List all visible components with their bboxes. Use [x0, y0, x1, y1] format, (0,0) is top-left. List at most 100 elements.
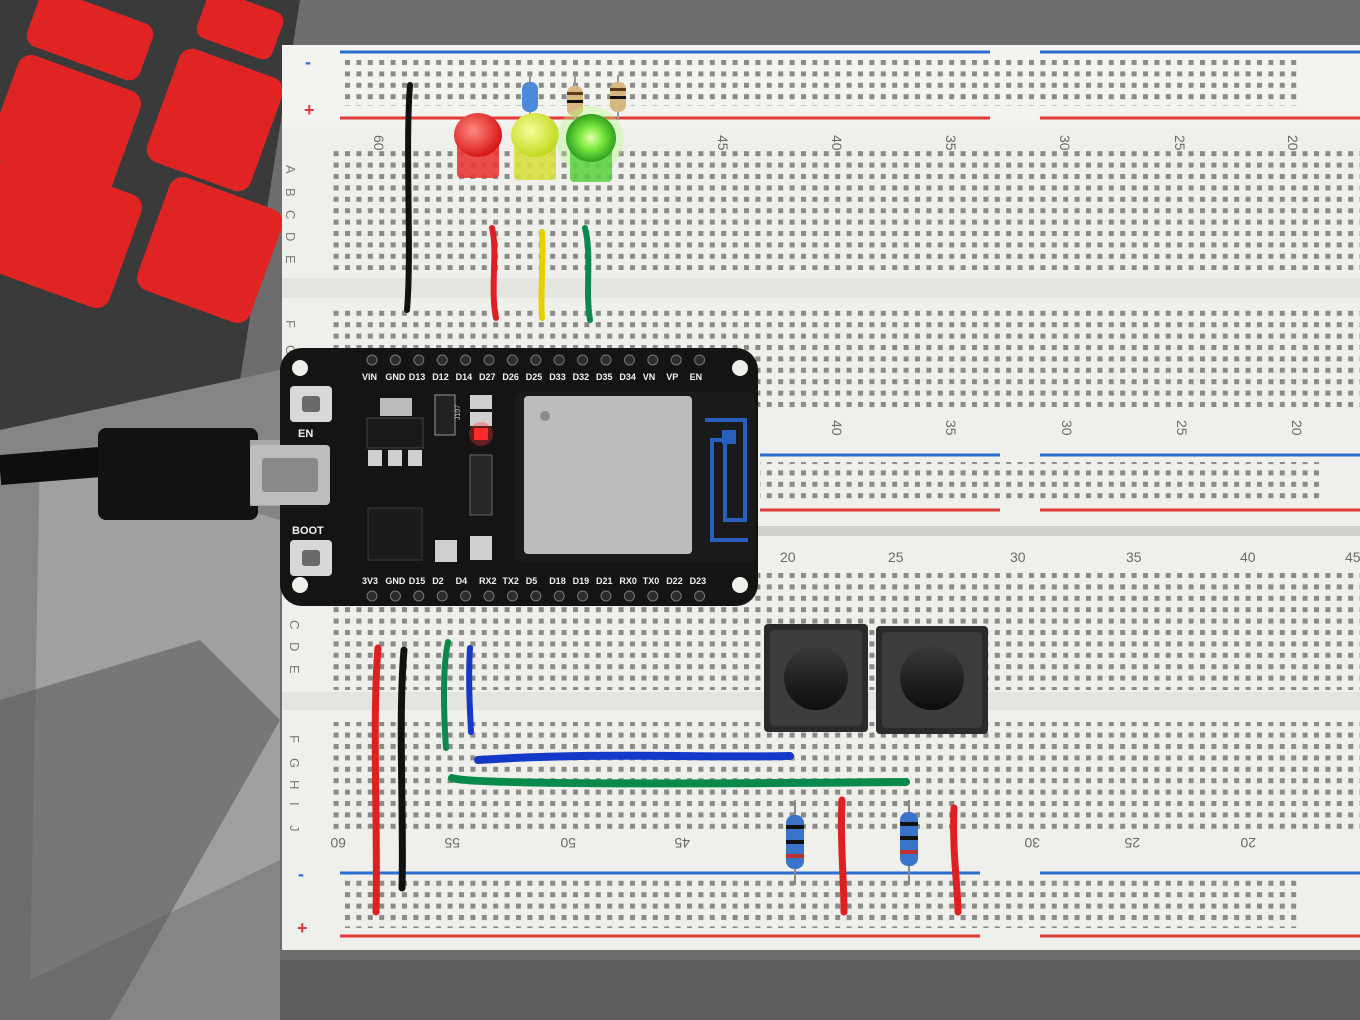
- lower-row-letter: J: [287, 825, 302, 832]
- top-pin-label: D34: [619, 372, 636, 382]
- top-pin-label: D13: [409, 372, 426, 382]
- header-pin: [436, 354, 448, 366]
- upper-column-number: 40: [829, 135, 845, 151]
- header-pin: [670, 590, 682, 602]
- bottom-pin-label: D5: [526, 576, 538, 586]
- header-pin: [483, 590, 495, 602]
- header-pin: [506, 590, 518, 602]
- header-pin: [623, 354, 635, 366]
- bottom-pin-label: TX2: [502, 576, 519, 586]
- red-led: [454, 113, 502, 178]
- yellow-led: [511, 113, 559, 180]
- top-pin-label: D35: [596, 372, 613, 382]
- pcb-antenna: [705, 418, 748, 542]
- boot-button[interactable]: [290, 540, 332, 576]
- lower-column-number: 50: [560, 835, 576, 851]
- header-pin: [483, 354, 495, 366]
- header-pin: [577, 590, 589, 602]
- upper-column-number: 60: [371, 135, 387, 151]
- header-pin: [389, 354, 401, 366]
- lower-row-letter: F: [287, 735, 302, 743]
- en-button[interactable]: [290, 386, 332, 422]
- bottom-pin-label: D4: [456, 576, 468, 586]
- breadboard-upper: [282, 45, 1360, 530]
- top-pin-header: [366, 354, 706, 366]
- header-pin: [413, 590, 425, 602]
- lower-row-letter: I: [287, 802, 302, 806]
- upper-row-letter: G: [283, 345, 298, 355]
- header-pin: [647, 354, 659, 366]
- upper-column-number: 30: [1057, 135, 1073, 151]
- bottom-pin-label: GND: [385, 576, 406, 586]
- upper-row-letter: A: [283, 165, 298, 174]
- upper-column-number: 25: [1174, 420, 1190, 436]
- esp32-devkit-board: EN BOOT J107: [250, 348, 758, 606]
- lower-column-number: 35: [1126, 549, 1142, 565]
- upper-column-number: 25: [1172, 135, 1188, 151]
- lower-column-number: 45: [674, 835, 690, 851]
- module-shield-can: [524, 396, 692, 554]
- lower-column-numbers-bottom: 60 55 50 45 30 25 20: [330, 835, 1256, 851]
- upper-jumper-wires: [404, 82, 593, 323]
- upper-row-letter: D: [283, 232, 298, 241]
- lower-column-number: 55: [444, 835, 460, 851]
- upper-rail-minus-sign: -: [305, 52, 311, 72]
- lower-column-number: 40: [1240, 549, 1256, 565]
- header-pin: [366, 590, 378, 602]
- top-pin-label: VP: [666, 372, 678, 382]
- bottom-pin-label: RX0: [619, 576, 637, 586]
- button-resistor-2: [900, 800, 918, 885]
- bottom-pin-label: D2: [432, 576, 444, 586]
- header-pin: [460, 590, 472, 602]
- push-button-1[interactable]: [764, 624, 868, 732]
- lower-column-number: 20: [1240, 835, 1256, 851]
- header-pin: [389, 590, 401, 602]
- upper-column-number: 35: [943, 135, 959, 151]
- lower-column-number: 60: [330, 835, 346, 851]
- lower-jumper-wires: [371, 639, 962, 916]
- top-pin-label: D32: [573, 372, 590, 382]
- header-pin: [530, 590, 542, 602]
- top-pin-label: D26: [502, 372, 519, 382]
- lower-row-letter: H: [287, 780, 302, 789]
- boot-button-label: BOOT: [292, 525, 324, 537]
- lower-column-number: 30: [1010, 549, 1026, 565]
- lower-column-number: 30: [1024, 835, 1040, 851]
- bottom-pin-label: D22: [666, 576, 683, 586]
- top-pin-label: D25: [526, 372, 543, 382]
- upper-column-number: 20: [1285, 135, 1301, 151]
- top-pin-label: D12: [432, 372, 449, 382]
- lower-rail-plus-sign: +: [297, 918, 308, 938]
- header-pin: [623, 590, 635, 602]
- header-pin: [670, 354, 682, 366]
- bottom-pin-header: [366, 590, 706, 602]
- header-pin: [413, 354, 425, 366]
- upper-column-number: 30: [1059, 420, 1075, 436]
- bottom-pin-label: D15: [409, 576, 426, 586]
- push-button-2[interactable]: [876, 626, 988, 734]
- upper-row-letter: E: [283, 255, 298, 264]
- upper-row-letter: F: [283, 320, 298, 328]
- top-pin-label: VN: [643, 372, 656, 382]
- red-mat-stripes: [0, 0, 284, 323]
- upper-row-letter: C: [283, 210, 298, 219]
- top-pin-label: GND: [385, 372, 406, 382]
- header-pin: [600, 590, 612, 602]
- header-pin: [694, 590, 706, 602]
- header-pin: [600, 354, 612, 366]
- header-pin: [530, 354, 542, 366]
- top-pin-label: D27: [479, 372, 496, 382]
- bottom-pin-label: D23: [690, 576, 707, 586]
- header-pin: [436, 590, 448, 602]
- header-pin: [647, 590, 659, 602]
- lower-column-number: 25: [1124, 835, 1140, 851]
- lower-row-letter: G: [287, 758, 302, 768]
